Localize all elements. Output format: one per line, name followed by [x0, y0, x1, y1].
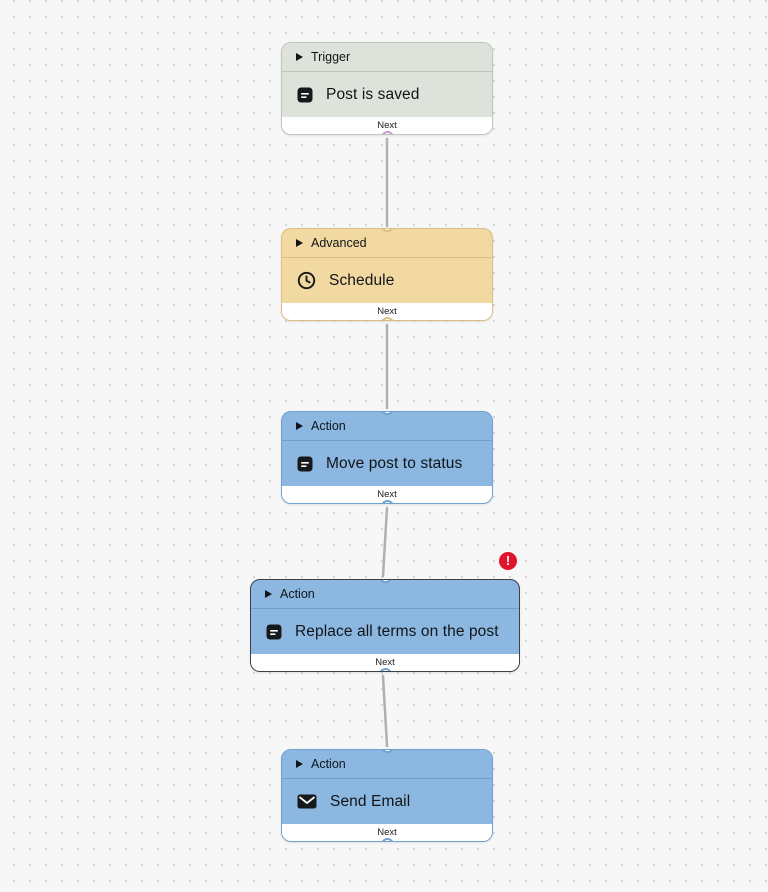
- output-port[interactable]: [380, 131, 394, 134]
- play-icon: [296, 422, 303, 430]
- document-icon: [266, 624, 282, 640]
- node-body[interactable]: Send Email: [282, 779, 492, 824]
- next-label: Next: [377, 489, 397, 500]
- email-icon: [297, 794, 317, 809]
- node-header[interactable]: Action: [282, 412, 492, 441]
- workflow-node-action-send-email[interactable]: Action Send Email Next: [281, 749, 493, 842]
- workflow-node-action-replace-all-terms[interactable]: Action Replace all terms on the post Nex…: [250, 579, 520, 672]
- clock-icon: [297, 271, 316, 290]
- workflow-node-trigger-post-is-saved[interactable]: Trigger Post is saved Next: [281, 42, 493, 135]
- node-title: Post is saved: [326, 85, 420, 103]
- node-category-label: Action: [311, 757, 346, 771]
- node-footer: Next: [282, 117, 492, 134]
- next-label: Next: [377, 120, 397, 131]
- node-body[interactable]: Replace all terms on the post: [251, 609, 519, 654]
- node-title: Move post to status: [326, 454, 463, 472]
- connector-line: [381, 674, 389, 748]
- node-footer: Next: [282, 303, 492, 320]
- node-header[interactable]: Advanced: [282, 229, 492, 258]
- play-icon: [296, 53, 303, 61]
- play-icon: [296, 239, 303, 247]
- node-category-label: Trigger: [311, 50, 351, 64]
- document-icon: [297, 87, 313, 103]
- node-header[interactable]: Action: [251, 580, 519, 609]
- workflow-node-advanced-schedule[interactable]: Advanced Schedule Next: [281, 228, 493, 321]
- node-title: Schedule: [329, 271, 395, 289]
- node-footer: Next: [251, 654, 519, 671]
- node-title: Send Email: [330, 792, 411, 810]
- node-body[interactable]: Move post to status: [282, 441, 492, 486]
- output-port[interactable]: [380, 838, 394, 841]
- output-port[interactable]: [380, 317, 394, 320]
- node-body[interactable]: Post is saved: [282, 72, 492, 117]
- output-port[interactable]: [378, 668, 392, 671]
- node-category-label: Action: [311, 419, 346, 433]
- next-label: Next: [375, 657, 395, 668]
- node-category-label: Action: [280, 587, 315, 601]
- connector-line: [381, 506, 389, 578]
- play-icon: [265, 590, 272, 598]
- next-label: Next: [377, 827, 397, 838]
- next-label: Next: [377, 306, 397, 317]
- node-footer: Next: [282, 824, 492, 841]
- node-category-label: Advanced: [311, 236, 367, 250]
- output-port[interactable]: [380, 500, 394, 503]
- node-header[interactable]: Action: [282, 750, 492, 779]
- error-badge[interactable]: !: [499, 552, 517, 570]
- play-icon: [296, 760, 303, 768]
- node-title: Replace all terms on the post: [295, 622, 499, 640]
- document-icon: [297, 456, 313, 472]
- node-footer: Next: [282, 486, 492, 503]
- workflow-node-action-move-post-to-status[interactable]: Action Move post to status Next: [281, 411, 493, 504]
- node-header[interactable]: Trigger: [282, 43, 492, 72]
- node-body[interactable]: Schedule: [282, 258, 492, 303]
